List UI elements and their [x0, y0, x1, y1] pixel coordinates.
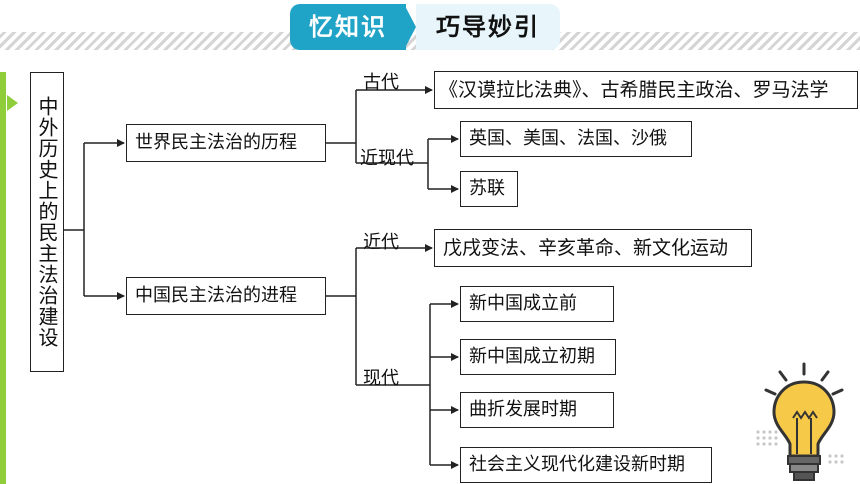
branch-china-label: 中国民主法治的进程: [135, 285, 297, 306]
root-node-label: 中外历史上的民主法治建设: [35, 96, 59, 348]
section-title-arrow: [404, 4, 416, 50]
leaf-modern-china-events-label: 戊戌变法、辛亥革命、新文化运动: [443, 236, 729, 259]
section-title-left: 忆知识: [290, 4, 406, 50]
period-label-ancient: 古代: [363, 72, 399, 93]
leaf-soviet-union: 苏联: [460, 171, 518, 207]
branch-china-node: 中国民主法治的进程: [126, 277, 326, 315]
leaf-early-prc: 新中国成立初期: [460, 339, 616, 375]
leaf-tortuous-period-label: 曲折发展时期: [469, 399, 577, 420]
leaf-new-era-label: 社会主义现代化建设新时期: [469, 454, 685, 475]
period-label-contemporary-china: 现代: [363, 368, 399, 389]
leaf-new-era: 社会主义现代化建设新时期: [460, 447, 712, 483]
section-title: 忆知识 巧导妙引: [290, 4, 560, 50]
branch-world-node: 世界民主法治的历程: [126, 124, 326, 162]
lightbulb-icon: [756, 362, 844, 481]
branch-world-label: 世界民主法治的历程: [135, 132, 297, 153]
left-accent-bar: [0, 72, 6, 484]
left-accent-triangle: [7, 95, 18, 111]
header: 忆知识 巧导妙引: [0, 0, 860, 68]
leaf-modern-china-events: 戊戌变法、辛亥革命、新文化运动: [434, 229, 752, 267]
leaf-soviet-union-label: 苏联: [469, 178, 505, 199]
leaf-tortuous-period: 曲折发展时期: [460, 392, 614, 428]
leaf-western-countries: 英国、美国、法国、沙俄: [460, 121, 692, 157]
leaf-before-prc-label: 新中国成立前: [469, 293, 577, 314]
leaf-western-countries-label: 英国、美国、法国、沙俄: [469, 128, 667, 149]
root-node: 中外历史上的民主法治建设: [30, 72, 64, 372]
section-title-right: 巧导妙引: [416, 4, 560, 50]
period-label-early-modern-china: 近代: [363, 232, 399, 253]
leaf-before-prc: 新中国成立前: [460, 286, 614, 322]
period-label-modern-world: 近现代: [360, 148, 414, 169]
leaf-ancient-world: 《汉谟拉比法典》、古希腊民主政治、罗马法学: [434, 71, 858, 109]
leaf-early-prc-label: 新中国成立初期: [469, 346, 595, 367]
leaf-ancient-world-label: 《汉谟拉比法典》、古希腊民主政治、罗马法学: [439, 78, 829, 101]
